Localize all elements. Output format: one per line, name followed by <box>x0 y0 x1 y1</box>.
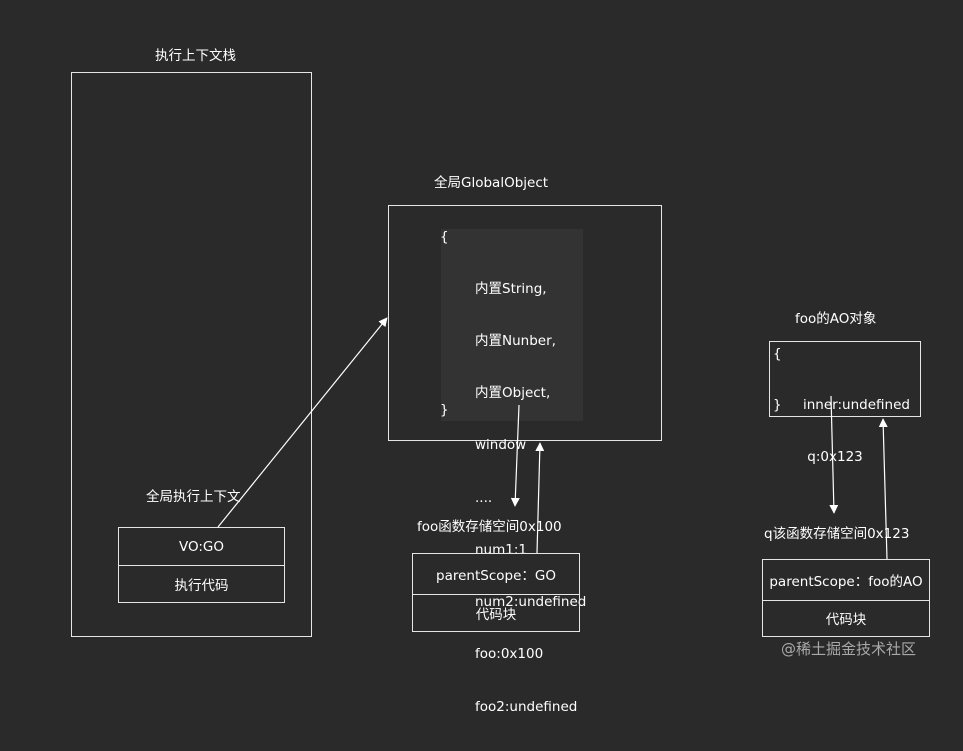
foo-parent-scope-row: parentScope：GO <box>413 554 579 595</box>
exec-code-row: 执行代码 <box>174 577 229 594</box>
foo-ao-box: { inner:undefined q:0x123 } <box>769 341 921 465</box>
vo-row: VO:GO <box>119 528 284 566</box>
execution-context-stack <box>71 72 312 637</box>
global-object-line: 内置Object, <box>475 385 551 402</box>
global-object-code-bg <box>441 229 583 421</box>
global-object-line: window <box>475 437 527 454</box>
foo-storage-title: foo函数存储空间0x100 <box>417 519 562 535</box>
global-context-label: 全局执行上下文 <box>146 489 241 505</box>
watermark: @稀土掘金技术社区 <box>781 640 917 658</box>
global-object-line: foo2:undefined <box>475 698 578 715</box>
global-object-line: foo:0x100 <box>475 646 544 663</box>
global-object-line: num2:undefined <box>475 594 587 611</box>
foo-storage-box: parentScope：GO 代码块 <box>412 553 580 632</box>
foo-ao-lines: inner:undefined q:0x123 <box>803 362 910 501</box>
vo-to-global-object-arrow <box>217 317 388 528</box>
foo-ao-line: inner:undefined <box>803 396 910 413</box>
q-storage-box: parentScope：foo的AO 代码块 <box>762 559 930 637</box>
foo-parent-scope-arrow <box>535 442 545 554</box>
foo-ao-title: foo的AO对象 <box>795 311 877 327</box>
foo-ref-arrow <box>510 404 520 507</box>
foo-code-block-row: 代码块 <box>475 606 517 623</box>
global-object-line: 内置String, <box>475 280 547 297</box>
foo-ao-close-brace: } <box>773 397 782 413</box>
global-object-line: .... <box>475 489 493 506</box>
global-object-close-brace: } <box>440 402 449 418</box>
q-storage-title: q该函数存储空间0x123 <box>764 526 910 542</box>
foo-ao-open-brace: { <box>773 346 782 362</box>
global-context-box: VO:GO 执行代码 <box>118 527 285 603</box>
global-object-title: 全局GlobalObject <box>434 175 549 191</box>
arrows-layer <box>217 317 888 560</box>
q-ref-arrow <box>829 395 839 514</box>
q-parent-scope-arrow <box>878 418 888 560</box>
q-parent-scope-row: parentScope：foo的AO <box>763 560 929 601</box>
global-object-open-brace: { <box>440 229 449 245</box>
stack-title: 执行上下文栈 <box>155 48 236 64</box>
q-code-block-row: 代码块 <box>825 612 867 628</box>
global-object-line: 内置Nunber, <box>475 333 556 350</box>
foo-ao-line: q:0x123 <box>807 449 863 466</box>
